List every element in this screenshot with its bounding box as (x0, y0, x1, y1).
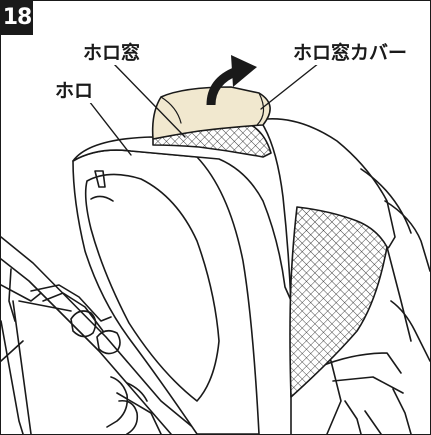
leader-hood-window (112, 62, 186, 138)
stroller-frame (1, 236, 202, 434)
leader-hood-window-cover (260, 62, 320, 110)
lift-direction-arrow-icon (206, 55, 257, 106)
leader-hood (88, 100, 132, 156)
hood-side-panel (72, 149, 260, 434)
label-hood-window-cover: ホロ窓カバー (291, 38, 410, 65)
label-hood: ホロ (53, 76, 96, 103)
label-hood-window: ホロ窓 (81, 38, 143, 65)
leader-lines (88, 62, 320, 156)
side-mesh-panel (289, 206, 388, 398)
step-number-badge: 18 (1, 1, 33, 35)
hood-window-cover (151, 86, 271, 140)
